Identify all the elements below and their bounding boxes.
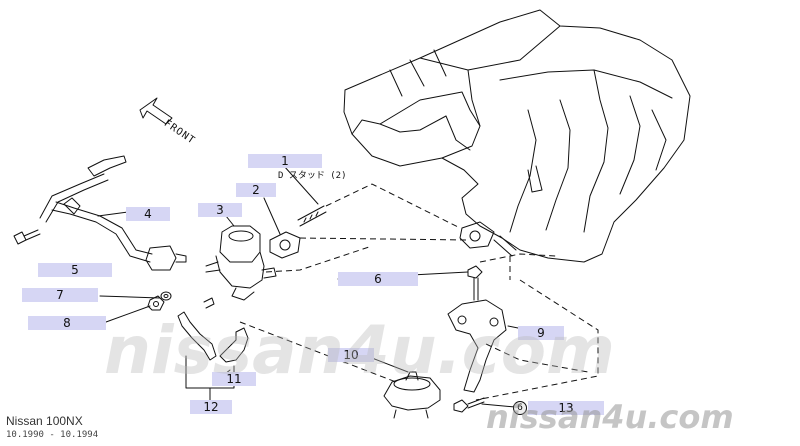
egr-control-valve — [205, 225, 277, 301]
watermark-bottom-right: nissan4u.com — [486, 398, 734, 436]
callout-2[interactable]: 2 — [236, 183, 276, 197]
watermark-center: nissan4u.com — [104, 312, 615, 389]
callout-8[interactable]: 8 — [28, 316, 106, 330]
callout-7[interactable]: 7 — [22, 288, 98, 302]
callout-5[interactable]: 5 — [38, 263, 112, 277]
stud-note: D スタッド (2) — [278, 171, 347, 181]
egr-tube — [39, 155, 187, 271]
callout-10[interactable]: 10 — [328, 348, 374, 362]
callout-9[interactable]: 9 — [518, 326, 564, 340]
front-arrow-icon — [139, 97, 173, 125]
stud — [297, 205, 327, 227]
nut — [147, 295, 165, 311]
assembly-dashed-lines — [239, 183, 599, 401]
callout-3[interactable]: 3 — [198, 203, 242, 217]
callout-1[interactable]: 1 — [248, 154, 322, 168]
callout-11[interactable]: 11 — [212, 372, 256, 386]
bolt-part-5 — [13, 229, 41, 245]
callout-12[interactable]: 12 — [190, 400, 232, 414]
vacuum-modulator — [383, 371, 441, 419]
gasket — [269, 231, 301, 259]
bolt-part-13 — [453, 397, 485, 413]
model-name: Nissan 100NX — [6, 414, 83, 428]
bolt-part-6 — [467, 265, 483, 301]
washer — [160, 291, 172, 301]
intake-manifold — [343, 9, 691, 263]
bracket — [447, 299, 507, 393]
circled-marker: 6 — [513, 401, 527, 415]
vacuum-hose — [177, 297, 249, 363]
callout-13[interactable]: 13 — [528, 401, 604, 415]
model-date-range: 10.1990 - 10.1994 — [6, 430, 99, 440]
callout-6[interactable]: 6 — [338, 272, 418, 286]
callout-4[interactable]: 4 — [126, 207, 170, 221]
